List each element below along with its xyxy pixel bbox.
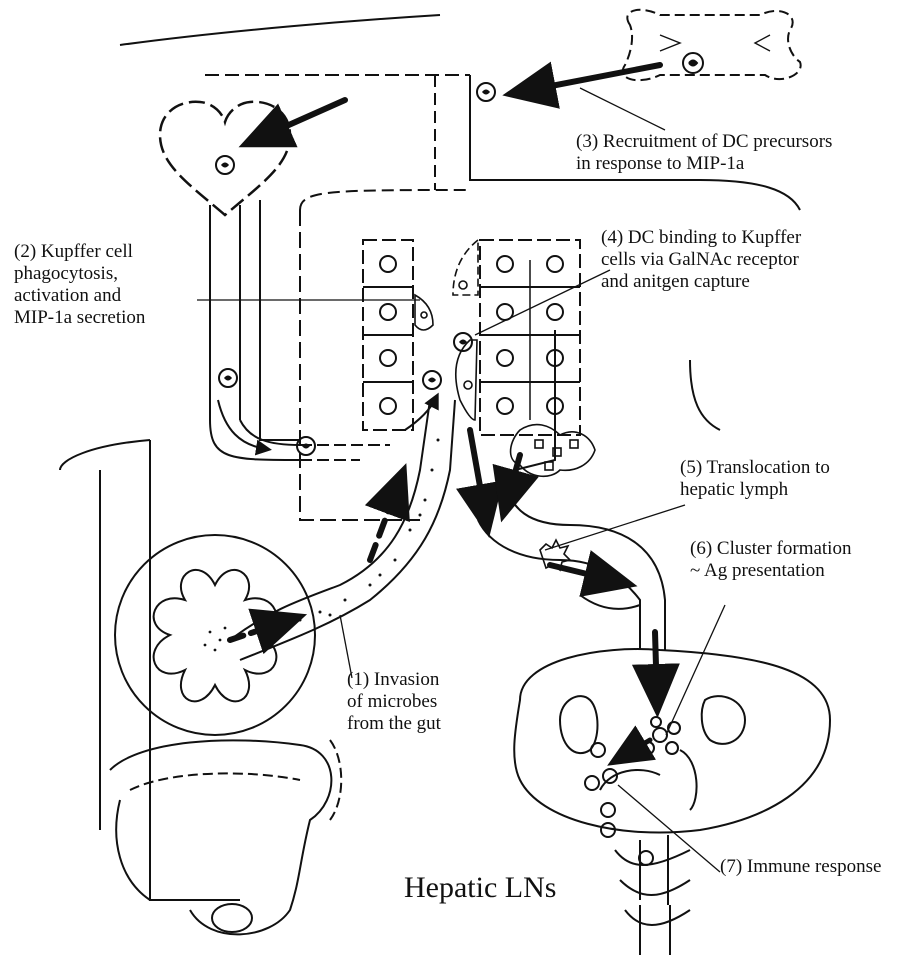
step2-label: (2) Kupffer cell phagocytosis, activatio… xyxy=(14,241,145,329)
kupffer-cell-icon xyxy=(415,240,478,420)
dendritic-cell-icon xyxy=(477,83,495,101)
step3-label: (3) Recruitment of DC precursors in resp… xyxy=(576,131,896,175)
step5-label: (5) Translocation to hepatic lymph xyxy=(680,457,900,501)
colon-outline xyxy=(110,740,341,934)
step1-label: (1) Invasion of microbes from the gut xyxy=(347,669,477,735)
step4-label: (4) DC binding to Kupffer cells via GalN… xyxy=(601,227,901,293)
gut-icon xyxy=(115,535,315,735)
lymph-node-icon xyxy=(514,649,830,955)
heart-icon xyxy=(160,102,290,215)
hepatic-lns-label: Hepatic LNs xyxy=(404,871,604,905)
step7-label: (7) Immune response xyxy=(720,856,910,878)
thin-arrows xyxy=(218,398,436,449)
step6-label: (6) Cluster formation ~ Ag presentation xyxy=(690,538,900,582)
